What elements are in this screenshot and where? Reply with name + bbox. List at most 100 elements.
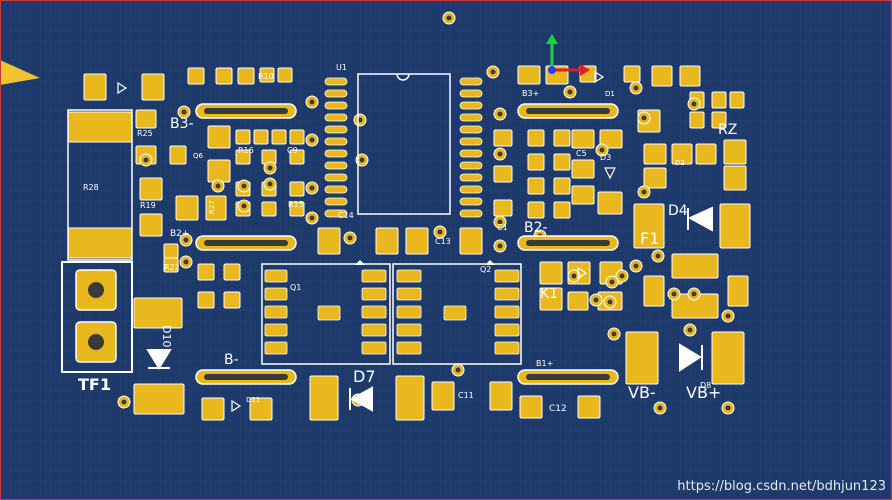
via-hole (241, 203, 247, 209)
smd-pad (719, 203, 751, 249)
label-c5: C5 (576, 149, 587, 158)
label-r25: R25 (137, 129, 153, 138)
smd-pad (527, 153, 545, 171)
smd-pad (197, 291, 215, 309)
label-k1: K1 (540, 286, 558, 302)
d8-diode-icon (679, 343, 702, 372)
d1-diode-icon (594, 70, 605, 84)
smd-pad (711, 111, 727, 129)
via-hole (183, 259, 189, 265)
via-hole (593, 297, 599, 303)
u1-pin-right (459, 149, 483, 158)
u1-pin-left (324, 89, 348, 98)
smd-pad (527, 201, 545, 219)
smd-pad (553, 129, 571, 147)
via-hole (691, 101, 697, 107)
via-hole (657, 405, 663, 411)
label-bminus: B- (224, 352, 239, 368)
q1-pin-left (264, 269, 288, 283)
smd-pad (623, 65, 641, 83)
smd-pad (633, 203, 665, 249)
d4-diode-icon (687, 206, 713, 232)
smd-pad (163, 243, 179, 259)
smd-pad (289, 201, 305, 217)
smd-pad (261, 201, 277, 217)
smd-pad (175, 195, 199, 221)
smd-pad (133, 383, 185, 415)
u1-pin-right (459, 101, 483, 110)
smd-pad (405, 227, 429, 255)
via-hole (309, 137, 315, 143)
via-hole (309, 215, 315, 221)
smd-pad (375, 227, 399, 255)
smd-pad (223, 263, 241, 281)
u1-pin-left (324, 197, 348, 206)
u1-body-outline (357, 73, 451, 215)
smd-pad (711, 91, 727, 109)
u1-pin-left (324, 173, 348, 182)
label-vbplus: VB+ (686, 383, 721, 402)
smd-pad (571, 185, 595, 205)
via-hole (497, 219, 503, 225)
via-hole (437, 229, 443, 235)
smd-pad (567, 291, 589, 311)
label-b2minus: B2- (524, 220, 548, 236)
via-hole (181, 109, 187, 115)
label-d3: D3 (600, 153, 611, 162)
q1-center-pad (317, 305, 341, 321)
u1-pin-left (324, 125, 348, 134)
u1-pin-left (324, 113, 348, 122)
via-hole (725, 405, 731, 411)
label-c11: C11 (458, 391, 474, 400)
u1-pin-left (324, 101, 348, 110)
label-d4: D4 (668, 203, 688, 219)
u1-pin-right (459, 209, 483, 218)
smd-pad (207, 125, 231, 149)
via-hole (619, 273, 625, 279)
u1-pin-left (324, 149, 348, 158)
label-r16: R16 (238, 146, 254, 155)
smd-pad (207, 159, 231, 183)
u1-pin-right (459, 197, 483, 206)
smd-pad (519, 395, 543, 419)
smd-pad (517, 65, 541, 85)
via-hole (490, 69, 496, 75)
via-hole (641, 115, 647, 121)
d3-diode-icon (604, 167, 616, 180)
slot-pads-layer (195, 103, 619, 385)
smd-pad (625, 331, 659, 385)
smd-pad (67, 227, 133, 259)
d7-diode-icon (349, 386, 373, 412)
smd-pad (539, 261, 563, 285)
smd-pad (489, 381, 513, 411)
cursor-marker-icon (0, 60, 40, 85)
q2-pin-left (396, 341, 422, 355)
label-b3plus: B3+ (522, 89, 539, 98)
q2-outline (392, 263, 522, 365)
smd-pad (237, 67, 255, 85)
d-top-left-icon (117, 81, 128, 95)
smd-pad (215, 67, 233, 85)
smd-pad (277, 67, 293, 83)
q1-pin-left (264, 341, 288, 355)
label-c14: C14 (338, 211, 354, 220)
smd-pad (223, 291, 241, 309)
smd-pad (599, 129, 623, 149)
q1-pin-right (361, 305, 387, 319)
label-r27: R27 (208, 200, 216, 214)
via-hole (267, 165, 273, 171)
smd-pad (187, 67, 205, 85)
battery-slot-hole (526, 374, 610, 380)
via-hole (691, 291, 697, 297)
via-hole (633, 263, 639, 269)
label-q2: Q2 (480, 265, 491, 274)
label-r28: R28 (83, 183, 99, 192)
smd-pad (317, 227, 341, 255)
u1-pin-right (459, 77, 483, 86)
via-hole (655, 253, 661, 259)
smd-pad (395, 375, 425, 421)
tf1-hole-1 (88, 282, 104, 298)
via-hole (267, 181, 273, 187)
